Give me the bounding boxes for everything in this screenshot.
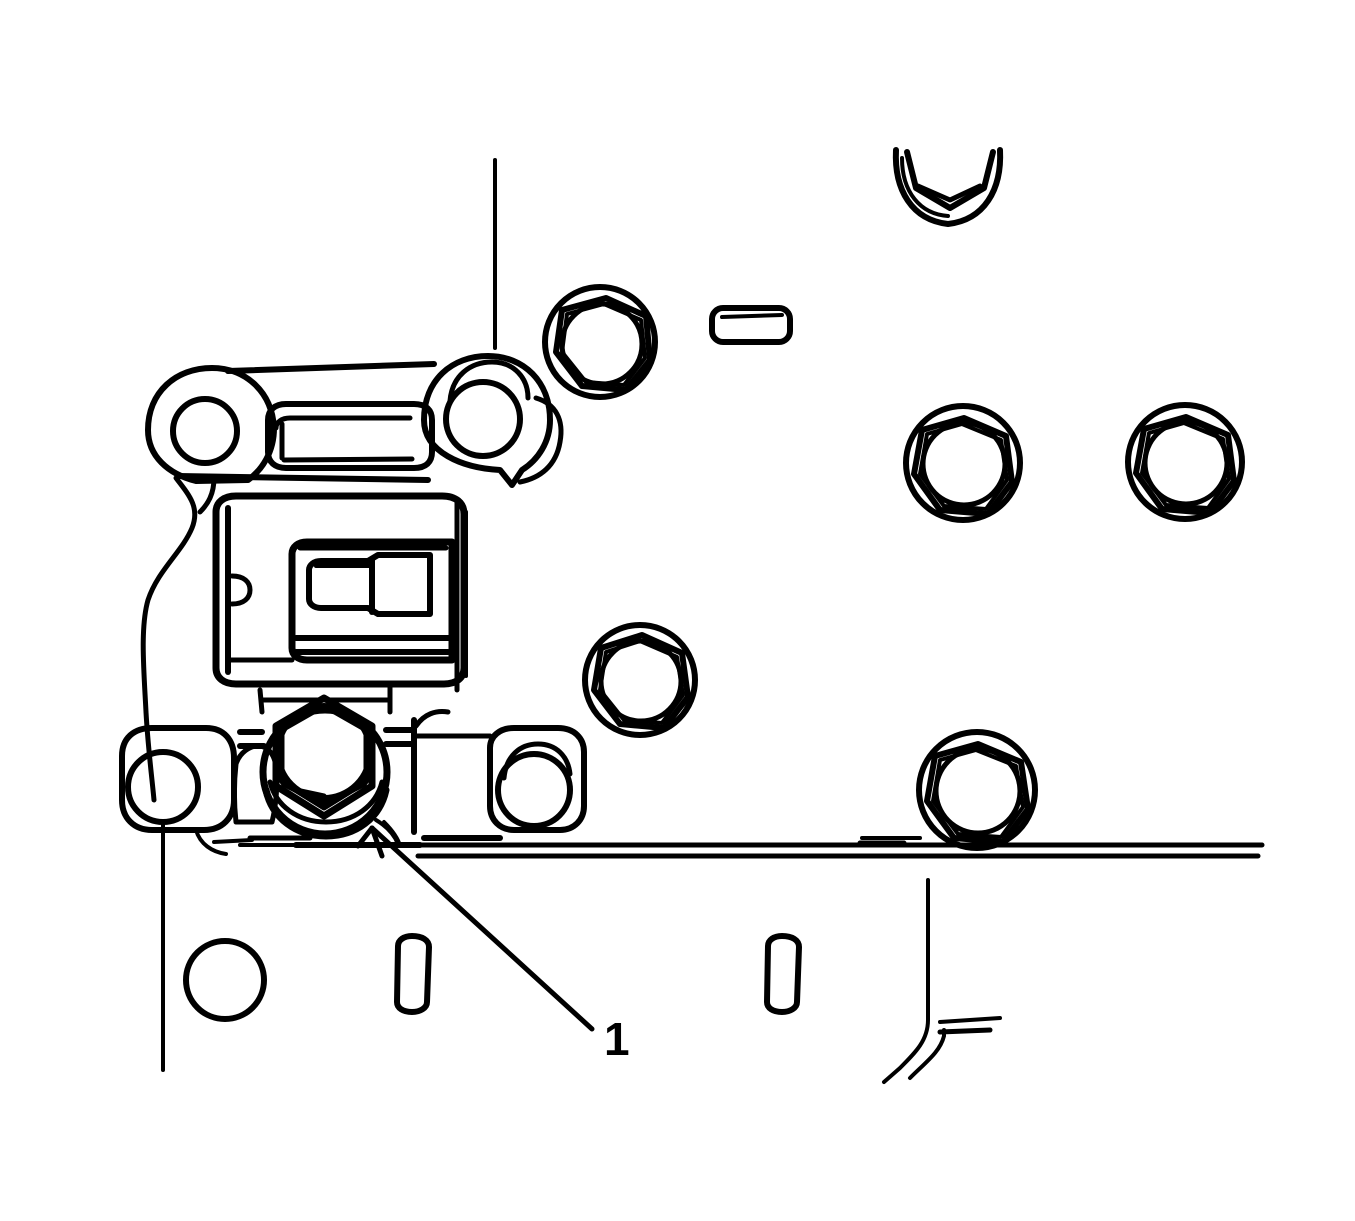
block-slot-bottom-left (394, 933, 432, 1015)
engine-block-outline (161, 820, 1265, 1084)
sensor-bracket-top-plate (145, 353, 564, 488)
hex-bolt-center (582, 622, 698, 738)
hex-bolt-lower-right (916, 729, 1038, 851)
sensor-housing (212, 492, 468, 693)
hex-bolt-top-partial (892, 147, 1004, 227)
block-slot-top (709, 305, 793, 345)
hex-bolt-upper-left (542, 284, 658, 400)
hex-bolt-mid-right-b (1125, 402, 1245, 522)
sensor-bracket-left-contour (140, 475, 217, 803)
block-bore-circle (183, 938, 267, 1022)
block-slot-bottom-right (764, 933, 802, 1015)
sensor-retaining-bolt (259, 694, 402, 848)
callout-1-leader (355, 825, 595, 1032)
callout-label-1: 1 (604, 1013, 630, 1065)
hex-bolt-mid-right-a (903, 403, 1023, 523)
